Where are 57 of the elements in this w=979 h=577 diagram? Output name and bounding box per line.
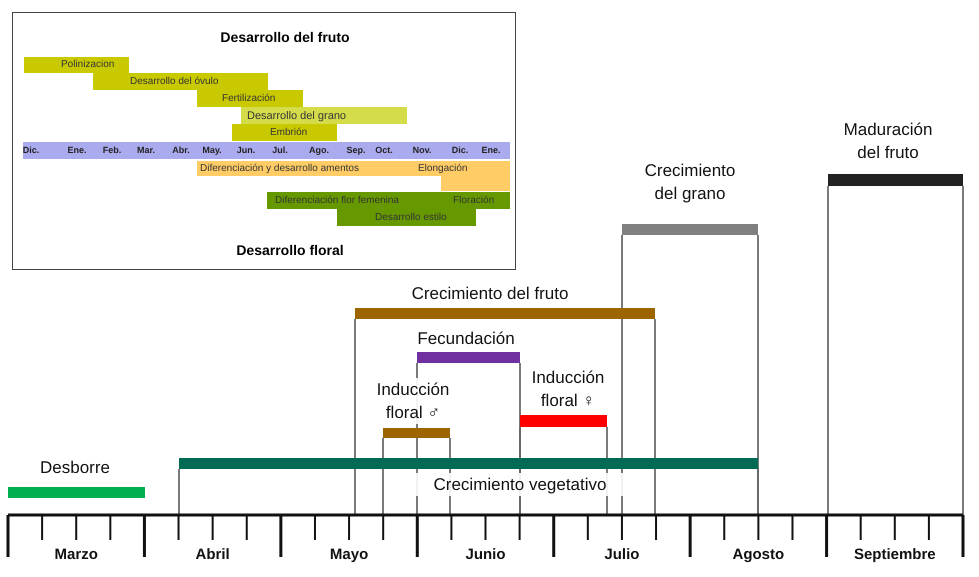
month-label: Junio: [464, 546, 506, 563]
month-label: Dic.: [22, 144, 40, 157]
month-label: Ago.: [309, 144, 329, 157]
panel-heading: Desarrollo floral: [235, 242, 345, 258]
month-label: Sep.: [346, 144, 366, 157]
month-label: Mar.: [137, 144, 155, 157]
timeline-bar: [383, 428, 450, 438]
stage-label: Crecimiento del fruto: [410, 283, 570, 305]
timeline-bar: [622, 224, 758, 235]
month-label: Abril: [194, 546, 231, 563]
month-label: Ene.: [482, 144, 500, 157]
phase-bar: [232, 124, 337, 141]
month-label: Julio: [603, 546, 640, 563]
month-label: Dic.: [452, 144, 468, 157]
timeline-bar: [828, 174, 963, 186]
month-band: [23, 142, 510, 159]
month-label: Oct.: [375, 144, 393, 157]
phase-bar: [93, 73, 268, 90]
timeline-bar: [417, 352, 520, 363]
phase-label: Desarrollo del óvulo: [130, 74, 218, 88]
phase-label: Diferenciación flor femenina: [275, 194, 399, 208]
month-label: Marzo: [54, 546, 99, 563]
month-label: Agosto: [732, 546, 786, 563]
month-label: Septiembre: [852, 546, 937, 563]
phase-bar: [241, 107, 407, 124]
phase-label: Elongación: [418, 162, 468, 176]
month-label: Abr.: [172, 144, 190, 157]
phase-bar: [197, 161, 417, 176]
panel-heading: Desarrollo del fruto: [219, 29, 351, 45]
phase-label: Embrión: [270, 126, 308, 140]
month-label: Ene.: [68, 144, 86, 157]
stage-label: Maduración del fruto: [842, 119, 934, 164]
month-label: May.: [202, 144, 222, 157]
phase-bar: [337, 209, 476, 226]
month-label: Jun.: [236, 144, 256, 157]
phase-bar: [24, 57, 129, 73]
phase-bar: [417, 161, 510, 191]
timeline-bar: [179, 458, 758, 469]
timeline-bar: [520, 415, 607, 427]
phase-label: Floración: [453, 194, 494, 208]
phase-label: Diferenciación y desarrollo amentos: [200, 162, 359, 176]
phase-label: Desarrollo del grano: [247, 108, 346, 124]
month-label: Mayo: [328, 546, 370, 563]
stage-label: Desborre: [39, 457, 111, 479]
timeline-bar: [8, 487, 145, 498]
month-label: Jul.: [272, 144, 288, 157]
stage-label: Crecimiento del grano: [644, 160, 736, 205]
phase-label: Desarrollo estilo: [375, 210, 447, 224]
month-label: Nov.: [412, 144, 432, 157]
stage-label: Fecundación: [416, 328, 516, 350]
month-label: Feb.: [102, 144, 122, 157]
timeline-bar: [355, 308, 655, 319]
phase-label: Fertilización: [222, 92, 276, 106]
phase-bar: [197, 90, 303, 107]
stage-label: Inducción floral ♀: [530, 367, 606, 412]
inset-panel: [12, 12, 516, 270]
phase-label: Polinizacion: [61, 58, 114, 72]
